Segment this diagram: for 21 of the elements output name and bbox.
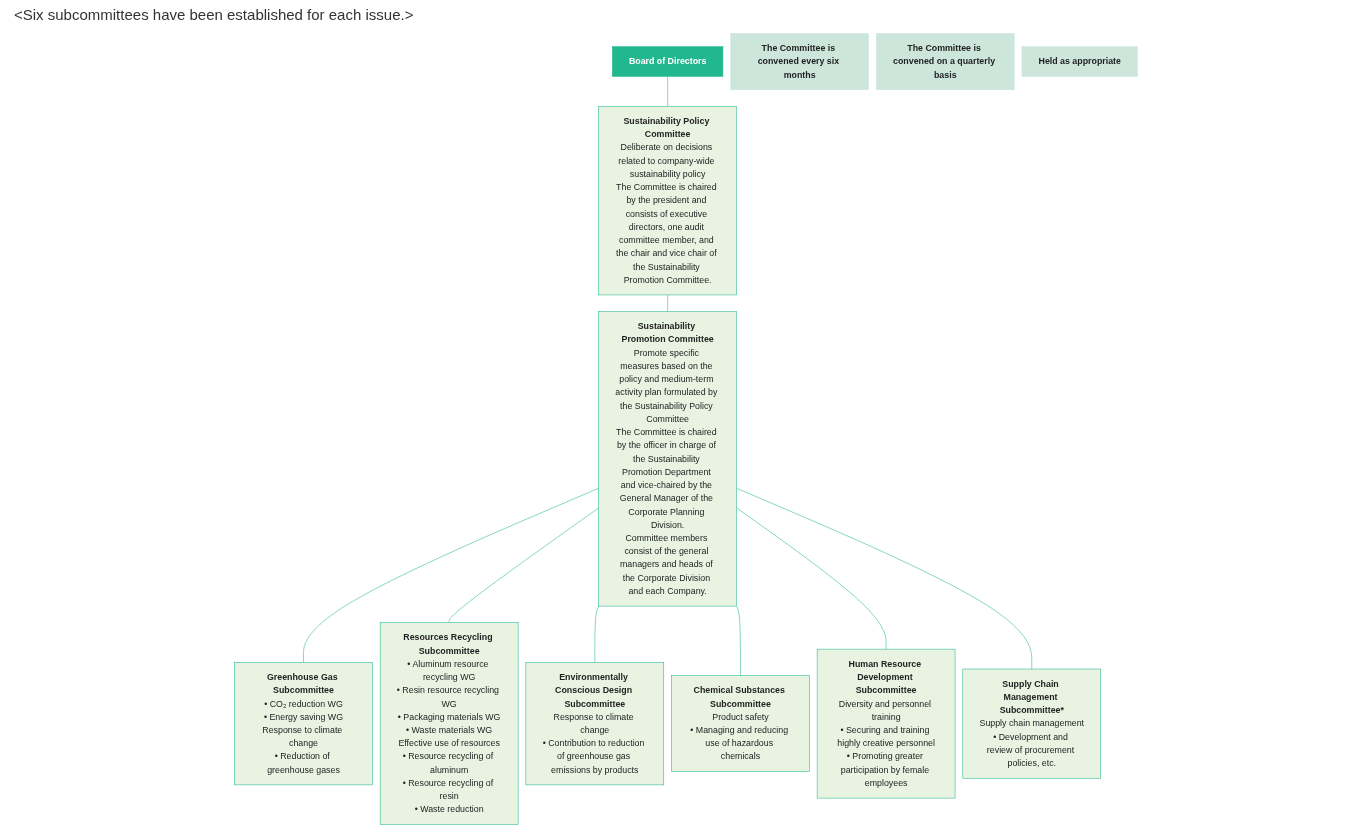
connector xyxy=(594,605,599,663)
connector xyxy=(448,507,599,623)
note-text: <Six subcommittees have been established for each issue.> xyxy=(14,6,415,23)
connector xyxy=(667,294,668,312)
node-box: Board of Directors xyxy=(612,46,724,77)
connector xyxy=(667,76,668,107)
node-box: Environmentally Conscious Design Subcommittee Response to climate change • Contribution to reduction of greenhouse gas emissions by products xyxy=(525,662,665,786)
node-box: Sustainability Policy Committee Deliberate on decisions related to company-wide sustainability policy The Committee is chaired by the president and consists of executive directors, one audit committee member, and the chair and vice chair of the Sustainability Promotion Committee. xyxy=(598,105,737,296)
connector xyxy=(736,605,741,676)
node-box: The Committee is convened on a quarterly basis xyxy=(876,33,1015,90)
node-box: Greenhouse Gas Subcommittee • CO₂ reduction WG • Energy saving WG Response to climate change • Reduction of greenhouse gases xyxy=(234,662,373,786)
node-box: Supply Chain Management Subcommittee* Supply chain management • Development and review of procurement policies, etc. xyxy=(962,668,1101,779)
node-box: Resources Recycling Subcommittee • Aluminum resource recycling WG • Resin resource recycling WG • Packaging materials WG • Waste materials WG Effective use of resources • Resource recycling of aluminum • Resource recycling of resin • Waste reduction xyxy=(379,622,519,825)
connector xyxy=(736,488,1033,670)
node-box: Sustainability Promotion Committee Promote specific measures based on the policy and medium-term activity plan formulated by the Sustainability Policy Committee The Committee is chaired by the officer in charge of the Sustainability Promotion Department and vice-chaired by the General Manager of the Corporate Planning Division. Committee members consist of the general managers and heads of the Corporate Division and each Company. xyxy=(598,311,737,607)
connector xyxy=(736,507,887,650)
node-box: Human Resource Development Subcommittee Diversity and personnel training • Securing and training highly creative personnel • Promoting greater participation by female employees xyxy=(816,648,956,799)
node-box: Held as appropriate xyxy=(1021,46,1138,77)
node-box: The Committee is convened every six months xyxy=(730,33,869,90)
node-box: Chemical Substances Subcommittee Product safety • Managing and reducing use of hazardous chemicals xyxy=(671,675,810,772)
connector xyxy=(303,488,599,663)
